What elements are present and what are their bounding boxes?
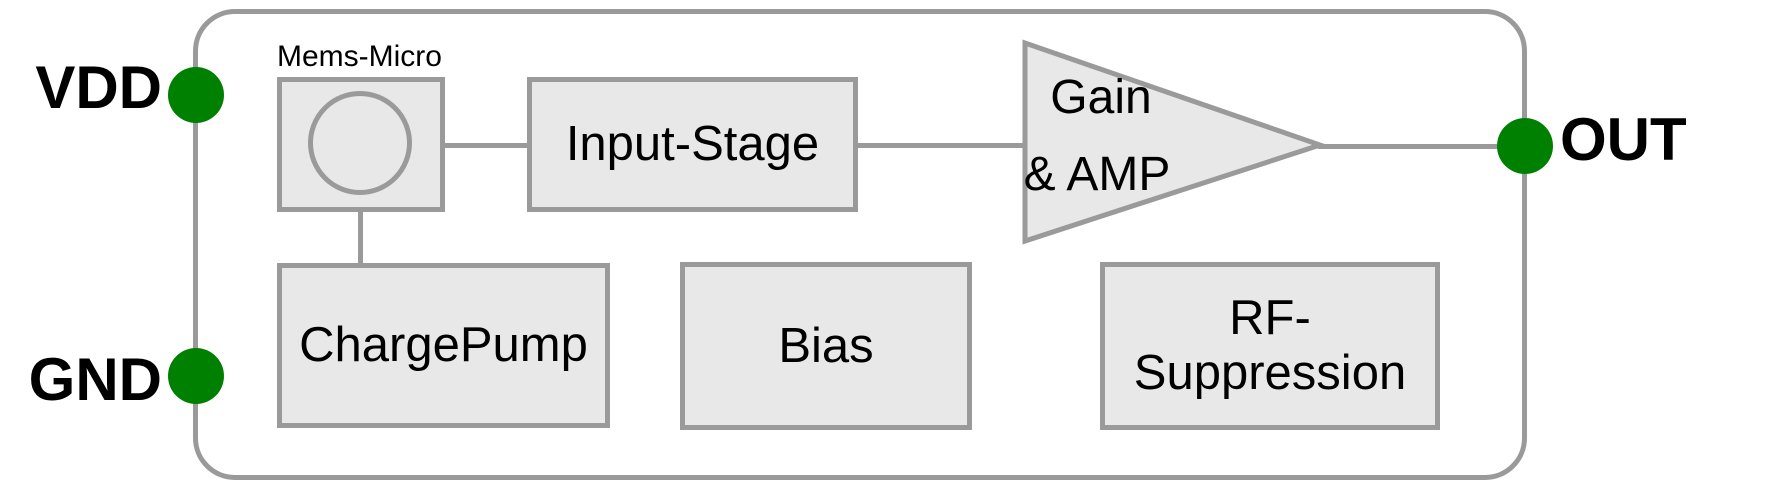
- chargepump-label: ChargePump: [299, 318, 588, 373]
- chip-boundary: [193, 9, 1527, 480]
- wire-amplifier-to-out-pin: [1318, 144, 1500, 149]
- block-bias: Bias: [680, 262, 972, 430]
- block-mems-micro: [277, 77, 445, 212]
- wire-mems-to-input-stage: [443, 143, 529, 148]
- amplifier-triangle: [1022, 39, 1328, 245]
- input-stage-label: Input-Stage: [565, 117, 820, 172]
- vdd-pin-label: VDD: [35, 54, 162, 121]
- rf-suppression-label: RF- Suppression: [1134, 291, 1406, 401]
- block-input-stage: Input-Stage: [527, 77, 858, 212]
- rf-suppression-label-line2: Suppression: [1133, 346, 1407, 400]
- rf-suppression-label-line1: RF-: [1229, 291, 1311, 346]
- gnd-pin-dot: [168, 348, 224, 404]
- wire-input-stage-to-amplifier: [856, 143, 1027, 148]
- block-rf-suppression: RF- Suppression: [1100, 262, 1440, 430]
- out-pin-dot: [1497, 118, 1553, 174]
- block-chargepump: ChargePump: [277, 263, 610, 428]
- bias-label: Bias: [778, 318, 874, 373]
- out-pin-label: OUT: [1560, 106, 1687, 173]
- wire-mems-to-chargepump: [358, 210, 363, 265]
- amplifier-label-line2: & AMP: [1023, 148, 1171, 201]
- gnd-pin-label: GND: [28, 346, 162, 413]
- mems-micro-label: Mems-Micro: [277, 40, 442, 73]
- mems-membrane-icon: [308, 91, 412, 195]
- vdd-pin-dot: [168, 67, 224, 123]
- amplifier-label-line1: Gain: [1050, 71, 1152, 124]
